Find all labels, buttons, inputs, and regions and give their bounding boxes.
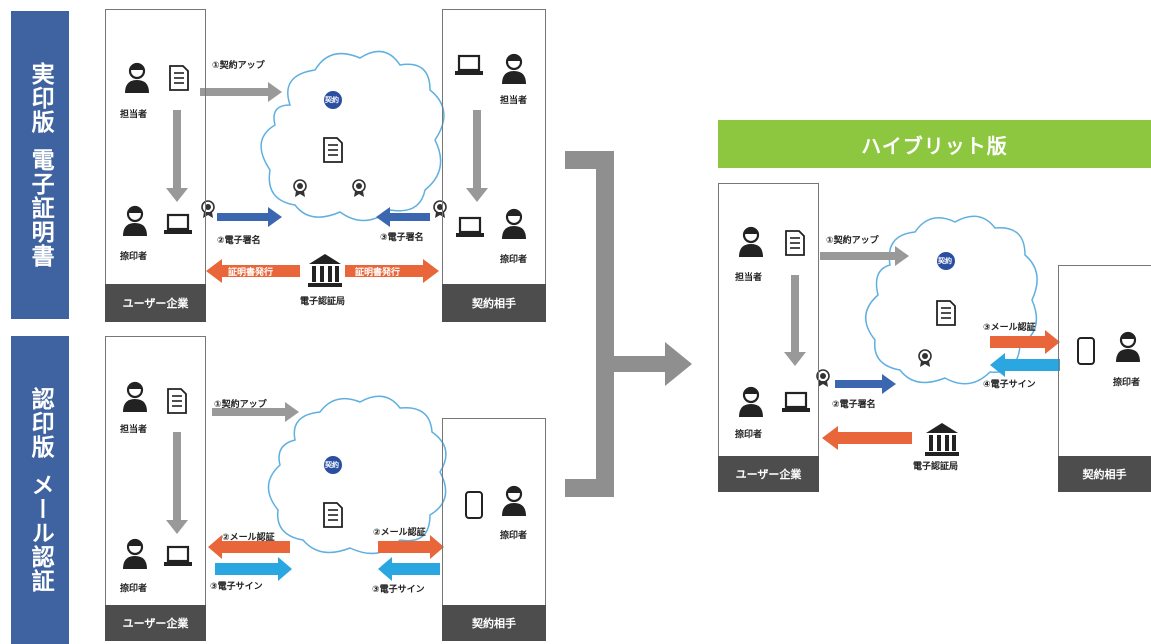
label-bottom-partner-natsuinsha: 捺印者 xyxy=(500,531,528,541)
label-bottom-sign-right: ③電子サイン xyxy=(372,585,425,595)
label-top-partner-natsuinsha: 捺印者 xyxy=(500,255,528,265)
label-bottom-mail-left: ②メール認証 xyxy=(222,533,275,543)
footer-top-user: ユーザー企業 xyxy=(105,284,206,322)
section-label-mitomein-line2: メール認証 xyxy=(27,473,54,593)
label-hybrid-step1: ①契約アップ xyxy=(826,236,879,246)
footer-bottom-partner: 契約相手 xyxy=(442,605,546,641)
label-bottom-natsuinsha: 捺印者 xyxy=(120,584,148,594)
panel-top-partner xyxy=(442,9,546,322)
panel-hybrid-user xyxy=(718,183,819,492)
label-hybrid-sign: ④電子サイン xyxy=(983,380,1036,390)
label-hybrid-tantousha: 担当者 xyxy=(735,273,763,283)
label-hybrid-partner-natsuinsha: 捺印者 xyxy=(1113,378,1141,388)
label-top-step2-right: ③電子署名 xyxy=(380,233,424,243)
footer-hybrid-partner: 契約相手 xyxy=(1058,456,1151,492)
label-hybrid-natsuinsha: 捺印者 xyxy=(735,430,763,440)
section-label-mitomein: 認印版 メール認証 xyxy=(11,336,69,644)
label-top-cert-left: 証明書発行 xyxy=(228,268,274,278)
section-label-mitomein-line1: 認印版 xyxy=(27,387,54,459)
badge-top: 契約 xyxy=(325,96,339,104)
footer-hybrid-user: ユーザー企業 xyxy=(718,456,819,492)
section-label-jitsuin-line1: 実印版 xyxy=(27,62,54,134)
label-bottom-mail-right: ②メール認証 xyxy=(373,528,426,538)
label-bottom-sign-left: ③電子サイン xyxy=(210,582,263,592)
section-label-jitsuin: 実印版 電子証明書 xyxy=(11,11,69,319)
label-top-partner-tantousha: 担当者 xyxy=(500,96,528,106)
footer-bottom-user: ユーザー企業 xyxy=(105,605,206,641)
label-top-ca: 電子認証局 xyxy=(300,297,346,307)
cloud-hybrid xyxy=(865,215,1038,385)
panel-top-user xyxy=(105,9,206,322)
cloud-top xyxy=(260,50,445,222)
label-top-natsuinsha: 捺印者 xyxy=(120,252,148,262)
label-hybrid-ca: 電子認証局 xyxy=(913,462,959,472)
badge-bottom: 契約 xyxy=(325,461,339,469)
section-label-jitsuin-line2: 電子証明書 xyxy=(27,148,54,268)
label-hybrid-mail: ③メール認証 xyxy=(983,323,1036,333)
label-top-cert-right: 証明書発行 xyxy=(355,268,401,278)
cloud-bottom xyxy=(267,395,447,555)
label-top-step1: ①契約アップ xyxy=(212,61,265,71)
footer-top-partner: 契約相手 xyxy=(442,284,546,322)
hybrid-title-banner: ハイブリット版 xyxy=(718,120,1151,168)
label-bottom-tantousha: 担当者 xyxy=(120,425,148,435)
badge-hybrid: 契約 xyxy=(938,257,952,265)
label-bottom-step1: ①契約アップ xyxy=(214,400,267,410)
label-hybrid-step2: ②電子署名 xyxy=(832,400,876,410)
label-top-step2-left: ②電子署名 xyxy=(217,236,261,246)
label-top-tantousha: 担当者 xyxy=(120,110,148,120)
panel-bottom-user xyxy=(105,336,206,641)
